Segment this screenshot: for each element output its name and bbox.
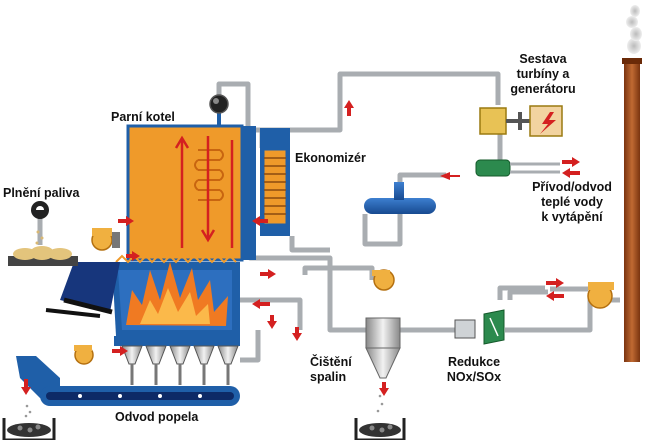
label-nox-sox: Redukce NOx/SOx <box>436 355 512 385</box>
arrow-return-left <box>440 172 460 180</box>
flue-gas-fan <box>372 269 395 291</box>
heater-tank-body <box>364 198 436 214</box>
label-parni-kotel: Parní kotel <box>111 110 175 124</box>
economizer-coils <box>264 157 286 215</box>
generator-body <box>529 105 563 137</box>
label-ekonomizer: Ekonomizér <box>295 151 366 165</box>
fuel-tray <box>8 256 78 266</box>
heater-tank <box>364 182 436 214</box>
arrow-down-right <box>292 327 302 341</box>
label-plneni-paliva: Plnění paliva <box>3 186 80 200</box>
reduction-unit-grey <box>454 319 476 339</box>
chimney-smoke <box>626 5 642 54</box>
fan-duct <box>302 265 375 280</box>
heater-loop-pipe <box>362 214 403 247</box>
ash-bin-right <box>354 394 406 440</box>
boiler-side-wall <box>242 126 256 260</box>
label-turbine-line-1: Sestava <box>519 52 567 66</box>
arrow-hot-out <box>562 157 580 167</box>
nox-sox-reduction <box>454 309 505 345</box>
cyclone-top <box>365 317 401 349</box>
steam-drum <box>209 94 229 114</box>
chimney-cap <box>622 58 642 64</box>
flue-gas-cleaner <box>365 317 401 379</box>
label-odvod-popela: Odvod popela <box>115 410 199 424</box>
label-cleaning-line-1: Čištění <box>310 355 352 369</box>
label-turbine-line-2: turbíny a <box>516 67 570 81</box>
furnace <box>45 254 240 336</box>
label-hot-water-line-3: k vytápění <box>541 210 603 224</box>
arrow-secondary-air <box>112 346 128 356</box>
secondary-air-fan <box>74 345 94 365</box>
hot-water-pipe <box>397 172 446 185</box>
economizer-return <box>289 236 330 253</box>
stack-fan <box>587 282 614 309</box>
falling-ash-right <box>376 394 384 413</box>
turbine-body <box>479 107 507 135</box>
boiler-shell <box>126 124 244 262</box>
fans <box>74 228 614 365</box>
cyclone-cone <box>365 347 401 379</box>
combustion-air-fan <box>91 228 120 251</box>
arrow-eco-left <box>252 216 268 226</box>
fuel-hopper <box>60 262 120 312</box>
boiler-flow-arrows <box>174 135 234 248</box>
arrow-ash-down <box>21 379 31 395</box>
arrow-hot-in <box>562 168 580 178</box>
arrow-air-return <box>252 299 270 309</box>
flow-arrows <box>21 100 580 396</box>
label-nox-line-2: NOx/SOx <box>446 370 502 384</box>
economizer <box>260 128 290 236</box>
nox-supply-pipe <box>497 285 545 300</box>
label-hot-water-line-1: Přívod/odvod <box>532 180 612 194</box>
arrow-furnace-out <box>260 269 276 279</box>
turbine-generator-set <box>479 105 563 137</box>
nox-supply-pipe-2 <box>507 289 548 300</box>
arrow-fuel-in <box>126 251 140 261</box>
lower-air-pipe <box>240 330 261 363</box>
chimney-stack <box>624 58 640 362</box>
label-flue-gas-cleaning: Čištění spalin <box>310 355 352 385</box>
label-hot-water-line-2: teplé vody <box>541 195 603 209</box>
arrow-nox-left <box>546 291 564 301</box>
label-turbine-line-3: generátoru <box>510 82 576 96</box>
arrow-steam-up <box>344 100 354 116</box>
falling-fuel <box>35 230 44 245</box>
label-turbine-generator: Sestava turbíny a generátoru <box>498 52 588 97</box>
hot-water-exchanger <box>475 159 560 177</box>
flue-duct <box>247 236 455 333</box>
steam-boiler <box>126 94 256 262</box>
lightning-icon <box>540 112 556 134</box>
ash-conveyor <box>16 356 240 406</box>
steam-pipe <box>216 71 501 133</box>
ash-bins <box>2 394 406 440</box>
arrow-air-in <box>118 216 134 226</box>
chimney <box>622 5 642 362</box>
arrow-nox-right-1 <box>546 278 564 288</box>
label-cleaning-line-2: spalin <box>310 370 347 384</box>
falling-ash-left <box>24 404 32 418</box>
ash-bin-left <box>2 404 56 440</box>
ash-hoppers <box>114 336 240 385</box>
arrow-down-mid <box>267 315 277 329</box>
fuel-pile <box>13 246 72 260</box>
fuel-feeder <box>8 201 78 266</box>
label-nox-line-1: Redukce <box>447 355 501 369</box>
arrow-cleaner-down <box>379 382 389 396</box>
exchanger-body <box>475 159 511 177</box>
label-hot-water: Přívod/odvod teplé vody k vytápění <box>523 180 621 225</box>
